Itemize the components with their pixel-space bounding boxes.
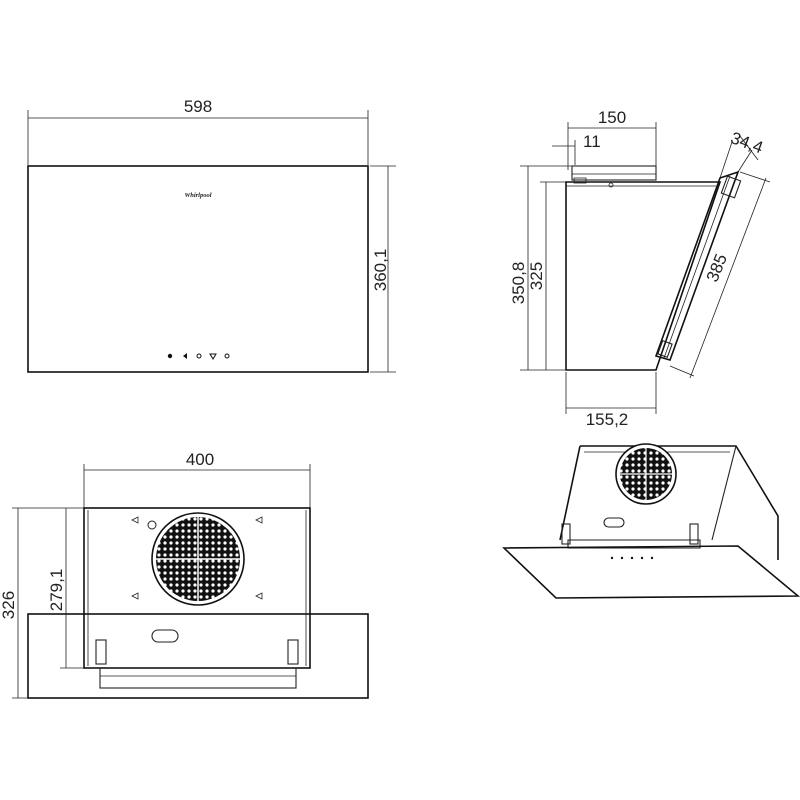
side-view: 150 11 34,4 385 350,8 325 [509,108,771,429]
side-screw [608,182,614,188]
iso-glass-panel [502,545,800,599]
front-width-label: 598 [184,97,212,116]
glass-thickness-dim-line [739,135,759,161]
iso-hinge-left [561,523,571,545]
glass-length-dim-line [689,177,767,379]
glass-thickness-ext-a [719,141,733,179]
iso-body-front-edge [711,445,737,541]
glass-length-ext-top [739,171,771,183]
rear-marker [255,516,263,524]
iso-control-dot [650,556,654,560]
side-glass-bottom-bracket [657,340,673,358]
side-bottom-depth-label: 155,2 [586,410,629,429]
side-glass [654,170,740,361]
rear-width-label: 400 [186,450,214,469]
motor-box-top [571,165,657,181]
iso-oval-cutout [603,517,625,528]
front-glass-panel [27,165,369,373]
boost-icon [209,353,217,360]
iso-bottom-strip [567,539,701,549]
rear-marker [255,592,263,600]
iso-control-dot [630,556,634,560]
iso-body-outline [580,445,779,560]
light-icon [224,353,230,359]
side-height-body-label: 325 [527,262,546,290]
isometric-view [502,443,800,599]
side-top-offset-label: 11 [583,132,601,151]
brand-logo: Whirlpool [184,192,211,199]
glass-thickness-ext-b [737,149,753,173]
speed-down-icon [183,353,187,359]
front-view: 598 Whirlpool 360,1 [27,97,396,373]
front-height-label: 360,1 [371,249,390,292]
rear-height-total-label: 326 [0,591,18,619]
iso-control-dot [610,556,614,560]
rear-glass-panel [27,613,369,699]
rear-height-body-label: 279,1 [47,569,66,612]
iso-hinge-right [689,523,699,545]
speed-icon [196,353,202,359]
rear-marker [131,592,139,600]
glass-length-ext-bottom [669,365,695,377]
side-height-total-label: 350,8 [509,262,528,305]
iso-control-dot [620,556,624,560]
rear-hinge-left [95,639,107,665]
iso-control-dot [640,556,644,560]
rear-oval-cutout [151,629,179,643]
rear-bolt [147,520,157,530]
side-glass-top-bracket [720,175,742,199]
power-icon [167,353,173,359]
rear-marker [131,516,139,524]
rear-bottom-bar [99,667,297,689]
side-body [565,181,722,371]
rear-hinge-right [287,639,299,665]
side-clip [573,177,587,184]
rear-view: 400 326 279,1 [0,450,369,699]
side-glass-inner [663,175,731,359]
glass-thickness-label: 34,4 [728,128,766,157]
side-top-depth-label: 150 [598,108,626,127]
